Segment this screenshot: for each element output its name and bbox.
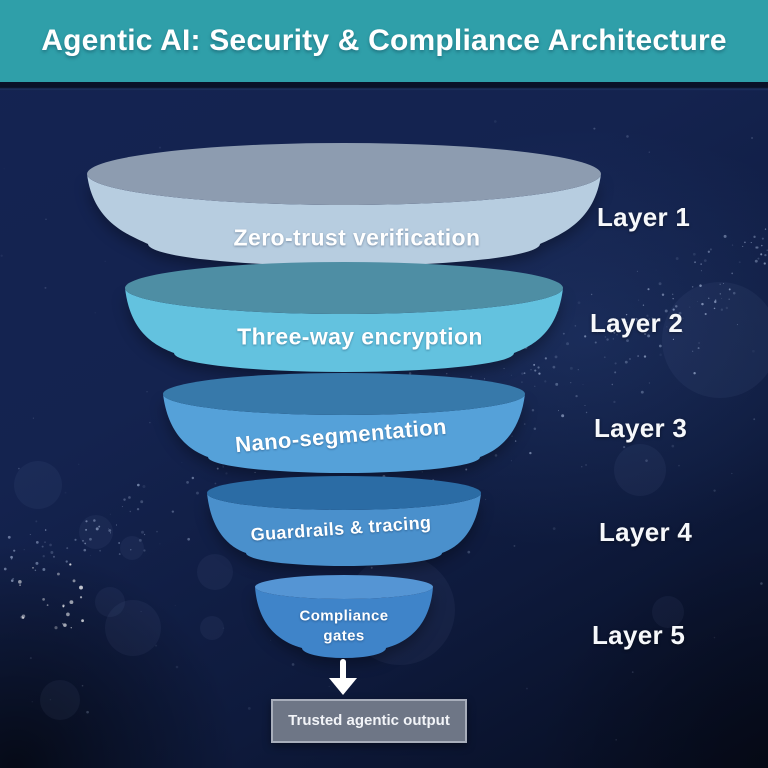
page-title: Agentic AI: Security & Compliance Archit…: [41, 24, 727, 57]
layer-name-3: Layer 3: [594, 413, 688, 443]
down-arrow-icon: [329, 659, 357, 695]
funnel-segment-2-rim: [125, 262, 563, 314]
layer-name-1: Layer 1: [597, 202, 691, 232]
segment-label-3: Nano-segmentation: [234, 413, 448, 458]
segment-label-4: Guardrails & tracing: [249, 512, 432, 545]
funnel-segment-2: [125, 262, 563, 372]
segment-label-1: Zero-trust verification: [233, 224, 481, 251]
funnel-segment-1-rim: [87, 143, 601, 205]
trusted-output-box: Trusted agentic output: [271, 699, 467, 743]
segment-label-2: Three-way encryption: [237, 323, 483, 350]
header-banner: Agentic AI: Security & Compliance Archit…: [0, 0, 768, 82]
funnel-segment-3-rim: [163, 373, 525, 415]
layer-name-2: Layer 2: [590, 308, 684, 338]
funnel-segment-1-body: [87, 174, 601, 266]
funnel-segment-4-rim: [207, 476, 481, 510]
funnel-segment-5-rim: [255, 575, 433, 599]
segment-label-5: Compliance gates: [299, 607, 389, 645]
layer-name-4: Layer 4: [599, 517, 693, 547]
layer-name-5: Layer 5: [592, 620, 686, 650]
header-divider: [0, 82, 768, 91]
